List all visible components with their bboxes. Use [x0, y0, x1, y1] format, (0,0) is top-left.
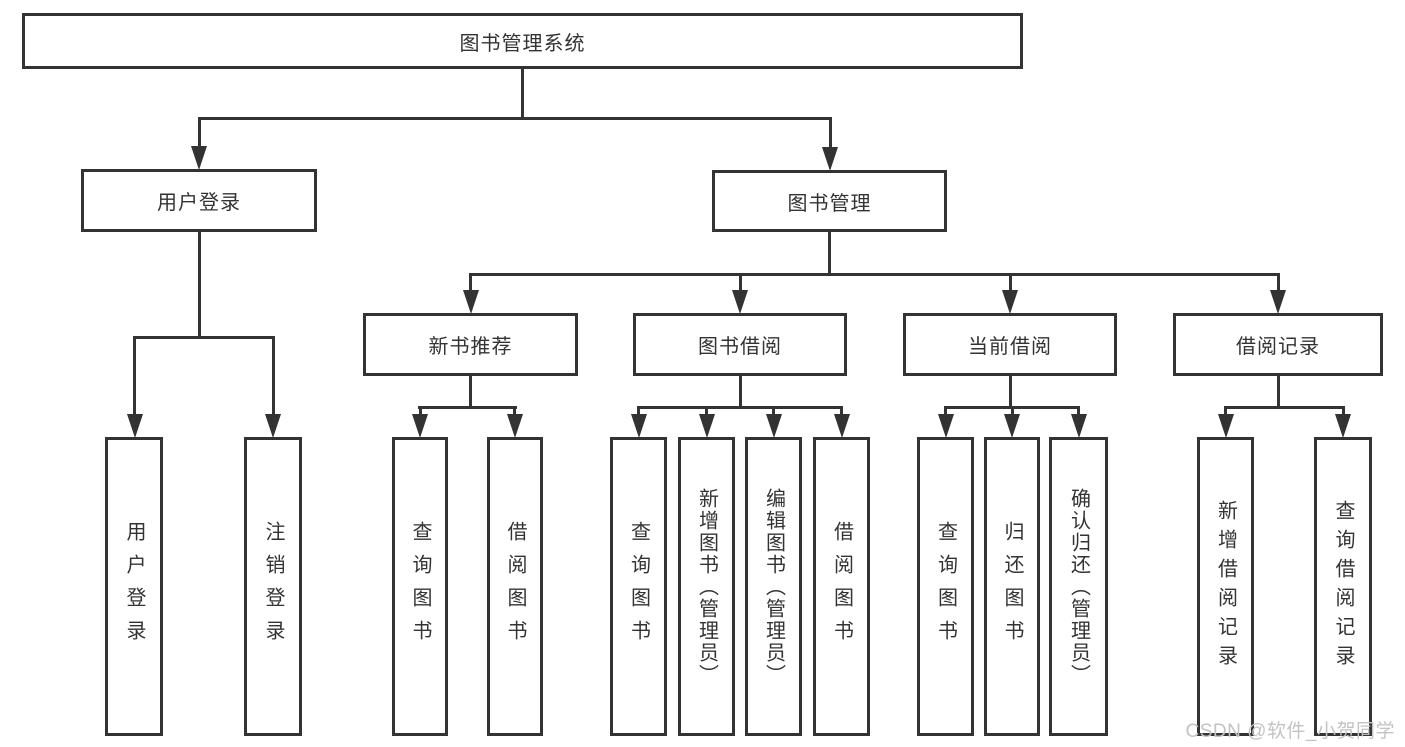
node-label: 用户登录 [157, 192, 241, 214]
arrowhead-icon [1270, 290, 1286, 314]
leaf-label: 查询图书 [409, 520, 431, 653]
connector-line [738, 376, 742, 407]
leaf-label: 查询图书 [627, 520, 650, 653]
node-book-management-branch: 图书管理 [712, 170, 947, 232]
leaf-label: 归还图书 [1001, 520, 1023, 653]
leaf-borrow-books-recommend: 借阅图书 [487, 437, 543, 736]
connector-line [738, 273, 742, 291]
node-root-label: 图书管理系统 [459, 32, 586, 55]
leaf-label: 借阅图书 [830, 520, 853, 653]
leaf-edit-book-admin: 编辑图书（管理员） [745, 437, 802, 736]
leaf-label: 借阅图书 [504, 520, 526, 653]
arrowhead-icon [462, 290, 479, 314]
arrowhead-icon [1004, 414, 1020, 438]
connector-line [828, 231, 831, 273]
connector-line [197, 232, 201, 336]
connector-line [1077, 406, 1080, 415]
leaf-user-login: 用户登录 [105, 437, 163, 736]
leaf-label: 新增借阅记录 [1214, 499, 1237, 674]
connector-line [1224, 406, 1227, 415]
arrowhead-icon [412, 414, 428, 438]
leaf-logout: 注销登录 [244, 437, 302, 736]
connector-line [418, 406, 517, 409]
watermark: CSDN @软件_小贺同学 [1185, 721, 1395, 742]
leaf-label: 编辑图书（管理员） [762, 487, 785, 686]
arrowhead-icon [732, 290, 748, 314]
leaf-return-books: 归还图书 [984, 437, 1040, 736]
arrowhead-icon [937, 414, 954, 438]
connector-line [772, 406, 775, 415]
node-label: 借阅记录 [1236, 336, 1320, 358]
arrowhead-icon [265, 414, 281, 438]
connector-line [1224, 406, 1345, 409]
connector-line [197, 117, 201, 147]
leaf-label: 注销登录 [262, 520, 284, 653]
connector-line [944, 406, 947, 415]
connector-line [469, 376, 472, 407]
leaf-confirm-return-admin: 确认归还（管理员） [1049, 437, 1108, 736]
arrowhead-icon [1002, 290, 1018, 314]
leaf-add-book-admin: 新增图书（管理员） [678, 437, 735, 736]
node-label: 新书推荐 [428, 336, 513, 358]
connector-line [133, 336, 136, 414]
connector-line [1008, 273, 1012, 291]
node-label: 图书管理 [787, 192, 872, 215]
node-label: 当前借阅 [968, 336, 1052, 358]
connector-line [840, 406, 843, 415]
connector-line [1276, 273, 1280, 291]
connector-line [1341, 406, 1345, 415]
connector-line [469, 273, 1280, 276]
leaf-label: 查询图书 [934, 520, 957, 653]
connector-line [469, 273, 472, 291]
arrowhead-icon [822, 147, 838, 171]
connector-line [637, 406, 843, 409]
leaf-label: 新增图书（管理员） [695, 487, 718, 686]
leaf-label: 确认归还（管理员） [1067, 487, 1090, 686]
leaf-borrow-books: 借阅图书 [813, 437, 870, 736]
connector-line [418, 406, 422, 415]
leaf-query-books-recommend: 查询图书 [392, 437, 448, 736]
leaf-query-books-borrow: 查询图书 [610, 437, 667, 736]
arrowhead-icon [1070, 414, 1087, 438]
arrowhead-icon [1217, 414, 1234, 438]
arrowhead-icon [630, 414, 647, 438]
leaf-query-books-current: 查询图书 [917, 437, 974, 736]
connector-line [1008, 376, 1012, 407]
node-user-login-branch: 用户登录 [81, 169, 317, 232]
connector-line [271, 336, 275, 414]
node-current-borrow: 当前借阅 [903, 313, 1117, 376]
arrowhead-icon [765, 414, 782, 438]
leaf-label: 用户登录 [123, 520, 145, 653]
arrowhead-icon [191, 146, 207, 170]
node-book-borrow: 图书借阅 [633, 313, 847, 376]
arrowhead-icon [126, 414, 143, 438]
connector-line [705, 406, 708, 415]
leaf-query-borrow-record: 查询借阅记录 [1314, 437, 1372, 736]
node-borrow-records: 借阅记录 [1173, 313, 1383, 376]
connector-line [1010, 406, 1014, 415]
connector-line [521, 69, 524, 117]
connector-line [1276, 376, 1280, 407]
arrowhead-icon [1335, 414, 1351, 438]
node-new-book-recommend: 新书推荐 [363, 313, 578, 376]
arrowhead-icon [833, 414, 850, 438]
arrowhead-icon [698, 414, 715, 438]
connector-line [828, 117, 832, 147]
connector-line [198, 117, 832, 120]
leaf-add-borrow-record: 新增借阅记录 [1197, 437, 1254, 736]
arrowhead-icon [506, 414, 523, 438]
connector-line [637, 406, 640, 415]
node-root: 图书管理系统 [22, 13, 1023, 69]
leaf-label: 查询借阅记录 [1332, 499, 1354, 674]
node-label: 图书借阅 [698, 336, 782, 358]
connector-line [133, 336, 275, 339]
connector-line [513, 406, 516, 415]
